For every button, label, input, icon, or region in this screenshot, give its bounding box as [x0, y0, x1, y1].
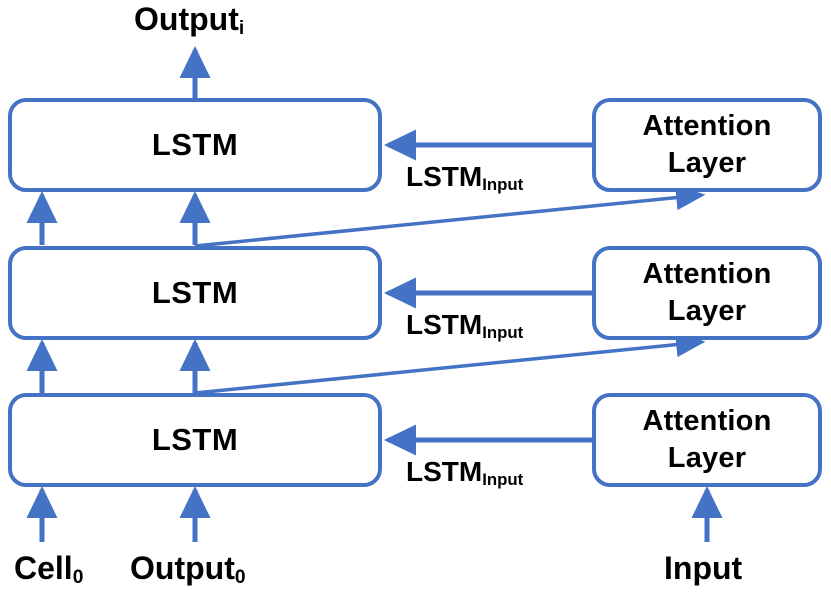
cell-zero-subscript: 0 — [72, 567, 84, 589]
attention-box-bottom-line2: Layer — [667, 442, 747, 474]
edge-label-lstm-input-mid-text: LSTM — [406, 309, 483, 340]
edge-label-lstm-input-mid-sub: Input — [482, 322, 524, 342]
edge-label-lstm-input-bottom-sub: Input — [482, 469, 524, 489]
edge-label-lstm-input-top: LSTMInput — [406, 161, 524, 194]
cell-zero-label: Cell0 — [14, 550, 83, 587]
output-i-subscript: i — [238, 18, 245, 40]
attention-box-bottom-line1: Attention — [642, 404, 772, 437]
edge-label-lstm-input-mid: LSTMInput — [406, 309, 524, 342]
attention-box-mid-line1: Attention — [642, 257, 772, 290]
input-text: Input — [664, 550, 743, 586]
output-zero-subscript: 0 — [234, 567, 246, 589]
input-label: Input — [664, 552, 742, 584]
lstm-box-bottom-label: LSTM — [151, 422, 239, 457]
attention-box-bottom[interactable]: Attention Layer — [592, 393, 822, 487]
attention-box-mid[interactable]: Attention Layer — [592, 246, 822, 340]
cell-zero-text: Cell — [14, 550, 73, 586]
arrow-feedback-mid-to-attention-top — [194, 185, 706, 248]
lstm-box-mid[interactable]: LSTM — [8, 246, 382, 340]
edge-label-lstm-input-top-text: LSTM — [406, 161, 483, 192]
lstm-box-top-label: LSTM — [151, 127, 239, 162]
attention-box-mid-line2: Layer — [667, 295, 747, 327]
lstm-box-top[interactable]: LSTM — [8, 98, 382, 192]
output-i-label: Outputi — [134, 1, 244, 38]
attention-box-top-line2: Layer — [667, 147, 747, 179]
output-zero-label: Output0 — [130, 550, 246, 587]
attention-box-top[interactable]: Attention Layer — [592, 98, 822, 192]
lstm-box-mid-label: LSTM — [151, 275, 239, 310]
edge-label-lstm-input-top-sub: Input — [482, 174, 524, 194]
arrow-feedback-bottom-to-attention-mid — [194, 332, 706, 395]
lstm-box-bottom[interactable]: LSTM — [8, 393, 382, 487]
output-i-text: Output — [134, 1, 239, 37]
edge-label-lstm-input-bottom: LSTMInput — [406, 456, 524, 489]
output-zero-text: Output — [130, 550, 235, 586]
edge-label-lstm-input-bottom-text: LSTM — [406, 456, 483, 487]
attention-box-top-line1: Attention — [642, 109, 772, 142]
